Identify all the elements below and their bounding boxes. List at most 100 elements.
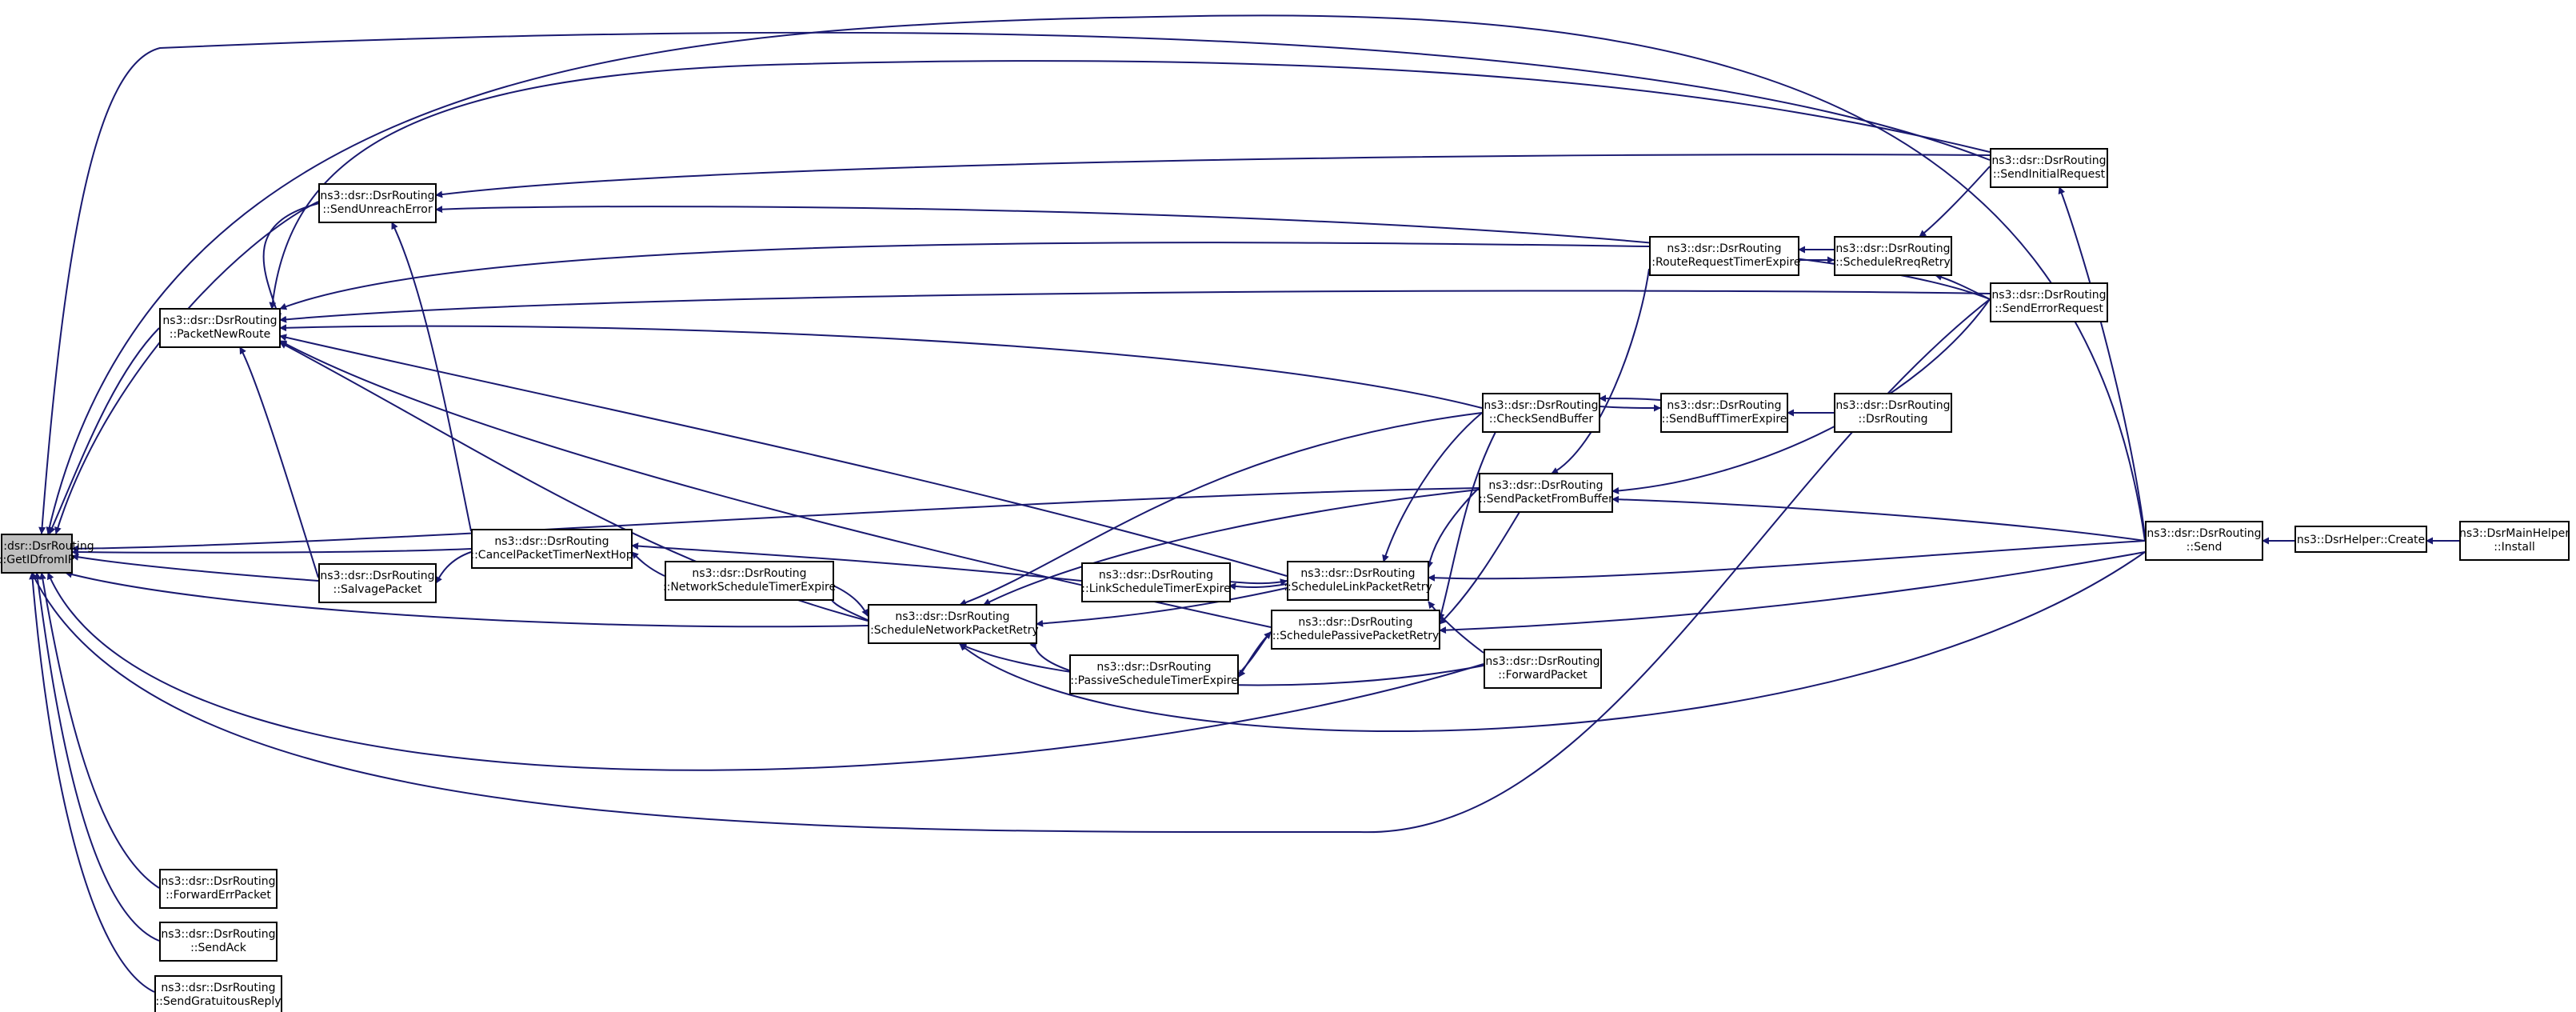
node-box xyxy=(1081,562,1231,602)
node-send-gratuitous-reply[interactable]: ns3::dsr::DsrRouting::SendGratuitousRepl… xyxy=(154,975,282,1012)
node-box xyxy=(1990,148,2108,188)
edge-line xyxy=(983,489,1480,606)
edge-line xyxy=(1439,511,1520,625)
node-schedule-passive-packet-retry[interactable]: ns3::dsr::DsrRouting::SchedulePassivePac… xyxy=(1271,610,1440,650)
node-label-line-2: ::NetworkScheduleTimerExpire xyxy=(663,581,836,594)
node-forward-packet[interactable]: ns3::dsr::DsrRouting::ForwardPacket xyxy=(1484,649,1602,689)
node-box xyxy=(1484,649,1602,689)
edge-line xyxy=(54,201,319,534)
node-label-line-2: ::SendUnreachError xyxy=(322,203,432,216)
node-label-line-2: ::SendErrorRequest xyxy=(1995,302,2103,315)
node-label-line-2: ::PassiveScheduleTimerExpire xyxy=(1070,674,1238,687)
edge-line xyxy=(1228,578,1288,586)
node-box xyxy=(159,922,278,962)
node-send-unreach-error[interactable]: ns3::dsr::DsrRouting::SendUnreachError xyxy=(318,183,437,223)
node-get-idfrom-ip[interactable]: ns3::dsr::DsrRouting::GetIDfromIP xyxy=(0,534,94,574)
edge-line xyxy=(46,14,2146,542)
call-edge xyxy=(71,548,472,556)
node-label-line-2: ::SalvagePacket xyxy=(333,583,422,596)
node-layer: ns3::dsr::DsrRouting::GetIDfromIPns3::ds… xyxy=(0,148,2570,1012)
node-label-line-2: ::GetIDfromIP xyxy=(0,554,74,566)
call-edge xyxy=(239,346,319,578)
edge-line xyxy=(391,222,472,532)
node-box xyxy=(1660,393,1788,433)
call-edge xyxy=(1437,431,1496,621)
edge-line xyxy=(71,553,319,582)
edge-line xyxy=(1439,551,2146,634)
edge-line xyxy=(34,572,160,942)
node-link-schedule-timer-expire[interactable]: ns3::dsr::DsrRouting::LinkScheduleTimerE… xyxy=(1081,562,1231,602)
node-label-line-2: ::Install xyxy=(2494,541,2535,554)
call-edge xyxy=(269,60,1991,310)
node-label-line-1: ns3::dsr::DsrRouting xyxy=(2147,527,2261,540)
node-send-error-request[interactable]: ns3::dsr::DsrRouting::SendErrorRequest xyxy=(1990,282,2108,322)
node-route-request-timer-expire[interactable]: ns3::dsr::DsrRouting::RouteRequestTimerE… xyxy=(1648,236,1801,276)
node-schedule-network-packet-retry[interactable]: ns3::dsr::DsrRouting::ScheduleNetworkPac… xyxy=(866,604,1039,644)
node-label-line-1: ns3::dsr::DsrRouting xyxy=(1488,479,1603,492)
node-box xyxy=(1,534,73,574)
call-edge xyxy=(1428,540,2146,582)
edge-line xyxy=(1599,404,1661,412)
call-edge xyxy=(71,553,319,582)
node-label-line-2: ::SendPacketFromBuffer xyxy=(1479,493,1613,506)
edge-line xyxy=(1382,412,1483,562)
node-dsr-main-helper-install[interactable]: ns3::DsrMainHelper::Install xyxy=(2459,521,2570,561)
node-label-line-2: ::SendAck xyxy=(190,942,247,954)
node-schedule-link-packet-retry[interactable]: ns3::dsr::DsrRouting::ScheduleLinkPacket… xyxy=(1284,561,1432,601)
node-label-line-1: ns3::dsr::DsrRouting xyxy=(1298,616,1412,629)
edge-line xyxy=(1428,601,1484,654)
call-edge xyxy=(1599,404,1661,412)
edge-line xyxy=(435,154,1991,198)
edge-line xyxy=(279,324,1483,409)
node-box xyxy=(1482,393,1600,433)
node-box xyxy=(2459,521,2570,561)
node-send-packet-from-buffer[interactable]: ns3::dsr::DsrRouting::SendPacketFromBuff… xyxy=(1479,473,1613,513)
call-edge xyxy=(1935,274,1991,300)
edge-line xyxy=(959,551,2146,732)
node-check-send-buffer[interactable]: ns3::dsr::DsrRouting::CheckSendBuffer xyxy=(1482,393,1600,433)
node-network-schedule-timer-expire[interactable]: ns3::dsr::DsrRouting::NetworkScheduleTim… xyxy=(663,561,836,601)
node-box xyxy=(154,975,282,1012)
node-cancel-packet-timer-next-hop[interactable]: ns3::dsr::DsrRouting::CancelPacketTimerN… xyxy=(470,529,633,569)
edge-line xyxy=(1238,631,1272,678)
node-dsr-routing-ctor[interactable]: ns3::dsr::DsrRouting::DsrRouting xyxy=(1834,393,1952,433)
node-label-line-1: ns3::DsrMainHelper xyxy=(2459,527,2570,540)
node-forward-err-packet[interactable]: ns3::dsr::DsrRouting::ForwardErrPacket xyxy=(159,869,278,909)
node-send[interactable]: ns3::dsr::DsrRouting::Send xyxy=(2145,521,2263,561)
node-send-ack[interactable]: ns3::dsr::DsrRouting::SendAck xyxy=(159,922,278,962)
call-edge xyxy=(47,572,1484,771)
call-edge xyxy=(1611,298,1991,494)
node-passive-schedule-timer-expire[interactable]: ns3::dsr::DsrRouting::PassiveScheduleTim… xyxy=(1069,654,1239,694)
node-label-line-1: ns3::dsr::DsrRouting xyxy=(161,875,275,888)
node-send-buff-timer-expire[interactable]: ns3::dsr::DsrRouting::SendBuffTimerExpir… xyxy=(1660,393,1788,433)
node-label-line-2: ::LinkScheduleTimerExpire xyxy=(1081,582,1230,595)
node-dsr-helper-create[interactable]: ns3::DsrHelper::Create xyxy=(2294,526,2427,553)
node-label-line-1: ns3::dsr::DsrRouting xyxy=(320,570,434,582)
call-edge xyxy=(391,222,472,532)
node-salvage-packet[interactable]: ns3::dsr::DsrRouting::SalvagePacket xyxy=(318,563,437,603)
node-packet-new-route[interactable]: ns3::dsr::DsrRouting::PacketNewRoute xyxy=(159,308,281,348)
node-box xyxy=(1834,393,1952,433)
edge-line xyxy=(279,242,1650,310)
node-label-line-1: ns3::DsrHelper::Create xyxy=(2297,534,2425,546)
node-schedule-rreq-retry[interactable]: ns3::dsr::DsrRouting::ScheduleRreqRetry xyxy=(1834,236,1952,276)
edge-line xyxy=(31,298,1991,834)
edge-line xyxy=(47,572,1484,771)
node-label-line-1: ns3::dsr::DsrRouting xyxy=(1991,154,2106,167)
edge-line xyxy=(279,334,1288,577)
call-edge xyxy=(983,489,1480,606)
edge-line xyxy=(1228,582,1288,590)
call-edge xyxy=(1426,487,1480,569)
edge-line xyxy=(49,327,160,534)
call-edge xyxy=(2058,186,2146,537)
node-label-line-2: ::PacketNewRoute xyxy=(170,328,270,341)
node-label-line-1: ns3::dsr::DsrRouting xyxy=(494,535,609,548)
edge-line xyxy=(959,412,1483,606)
edge-line xyxy=(65,570,869,628)
node-box xyxy=(1649,236,1799,276)
call-edge xyxy=(1228,582,1288,590)
node-label-line-1: ns3::dsr::DsrRouting xyxy=(0,540,94,553)
call-edge xyxy=(71,487,1480,553)
node-send-initial-request[interactable]: ns3::dsr::DsrRouting::SendInitialRequest xyxy=(1990,148,2108,188)
